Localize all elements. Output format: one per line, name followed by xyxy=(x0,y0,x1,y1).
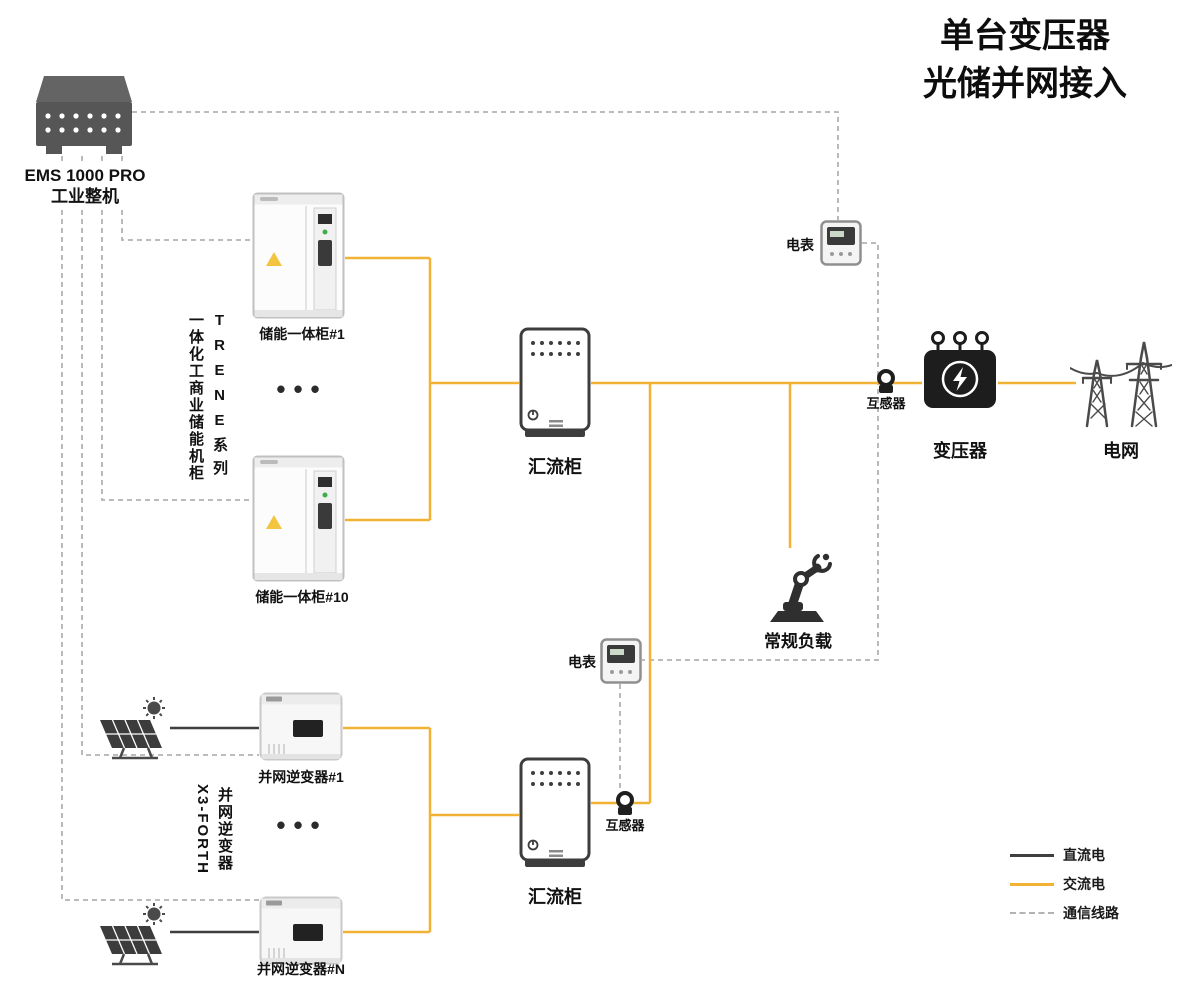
page-title: 单台变压器 光储并网接入 xyxy=(860,12,1190,109)
legend-row-ac: 交流电 xyxy=(1010,874,1119,894)
current-transformer-top-icon xyxy=(876,368,896,396)
grid-label: 电网 xyxy=(1103,441,1139,461)
combiner-cabinet-bottom-icon xyxy=(519,757,591,869)
page-title-line1: 单台变压器 xyxy=(940,17,1110,55)
current-transformer-bottom-icon xyxy=(615,790,635,818)
inverter-1-icon xyxy=(259,692,343,764)
transformer-label: 变压器 xyxy=(933,441,987,461)
combiner-top-label: 汇流柜 xyxy=(528,457,582,477)
combiner-bottom-label: 汇流柜 xyxy=(528,887,582,907)
load-robot-arm-icon xyxy=(760,548,834,626)
current-transformer-bottom-label: 互感器 xyxy=(605,818,645,833)
ems-label-line1: EMS 1000 PRO xyxy=(24,166,146,185)
comm-lines xyxy=(61,111,879,901)
ac-legend-label: 交流电 xyxy=(1063,876,1105,892)
inverter-n-icon xyxy=(259,896,343,968)
inverter-1-label: 并网逆变器#1 xyxy=(258,769,344,785)
dc-line-swatch xyxy=(1010,853,1054,857)
transformer-icon xyxy=(922,330,998,412)
pv-series-name: X3-FORTH xyxy=(194,783,211,875)
solar-panel-1-icon xyxy=(86,696,170,764)
legend: 直流电 交流电 通信线路 xyxy=(1010,845,1119,932)
pv-series-desc: 并网逆变器 xyxy=(216,786,233,872)
load-label: 常规负载 xyxy=(764,632,832,651)
dc-lines xyxy=(170,726,259,934)
meter-bottom-label: 电表 xyxy=(568,654,596,670)
ems-label: EMS 1000 PRO 工业整机 xyxy=(2,163,168,210)
solar-panel-2-icon xyxy=(86,902,170,970)
pv-series-vertical-label: 并网逆变器 X3-FORTH xyxy=(191,758,238,900)
page-title-line2: 光储并网接入 xyxy=(923,65,1127,104)
storage-cabinet-10-label: 储能一体柜#10 xyxy=(255,589,349,605)
meter-top-label: 电表 xyxy=(786,237,814,253)
ac-line-swatch xyxy=(1010,882,1054,886)
storage-series-name: TRENE系列 xyxy=(211,311,228,483)
storage-series-vertical-label: TRENE系列 一体化工商业储能机柜 xyxy=(182,278,233,516)
legend-row-dc: 直流电 xyxy=(1010,845,1119,865)
comm-legend-label: 通信线路 xyxy=(1063,905,1119,921)
storage-cabinet-10-icon xyxy=(252,455,345,585)
inverter-n-label: 并网逆变器#N xyxy=(257,961,345,977)
ems-icon xyxy=(36,66,132,156)
storage-ellipsis: ••• xyxy=(276,374,328,404)
meter-top-icon xyxy=(820,220,862,266)
storage-cabinet-1-icon xyxy=(252,192,345,322)
current-transformer-top-label: 互感器 xyxy=(866,396,906,411)
combiner-cabinet-top-icon xyxy=(519,327,591,439)
storage-cabinet-1-label: 储能一体柜#1 xyxy=(259,326,345,342)
power-grid-icon xyxy=(1069,316,1173,430)
storage-series-desc: 一体化工商业储能机柜 xyxy=(187,312,204,482)
legend-row-comm: 通信线路 xyxy=(1010,903,1119,923)
meter-bottom-icon xyxy=(600,638,642,684)
comm-line-swatch xyxy=(1010,912,1054,914)
pv-ellipsis: ••• xyxy=(276,810,328,840)
ac-lines xyxy=(343,256,1076,934)
dc-legend-label: 直流电 xyxy=(1063,847,1105,863)
ems-label-line2: 工业整机 xyxy=(51,187,119,207)
